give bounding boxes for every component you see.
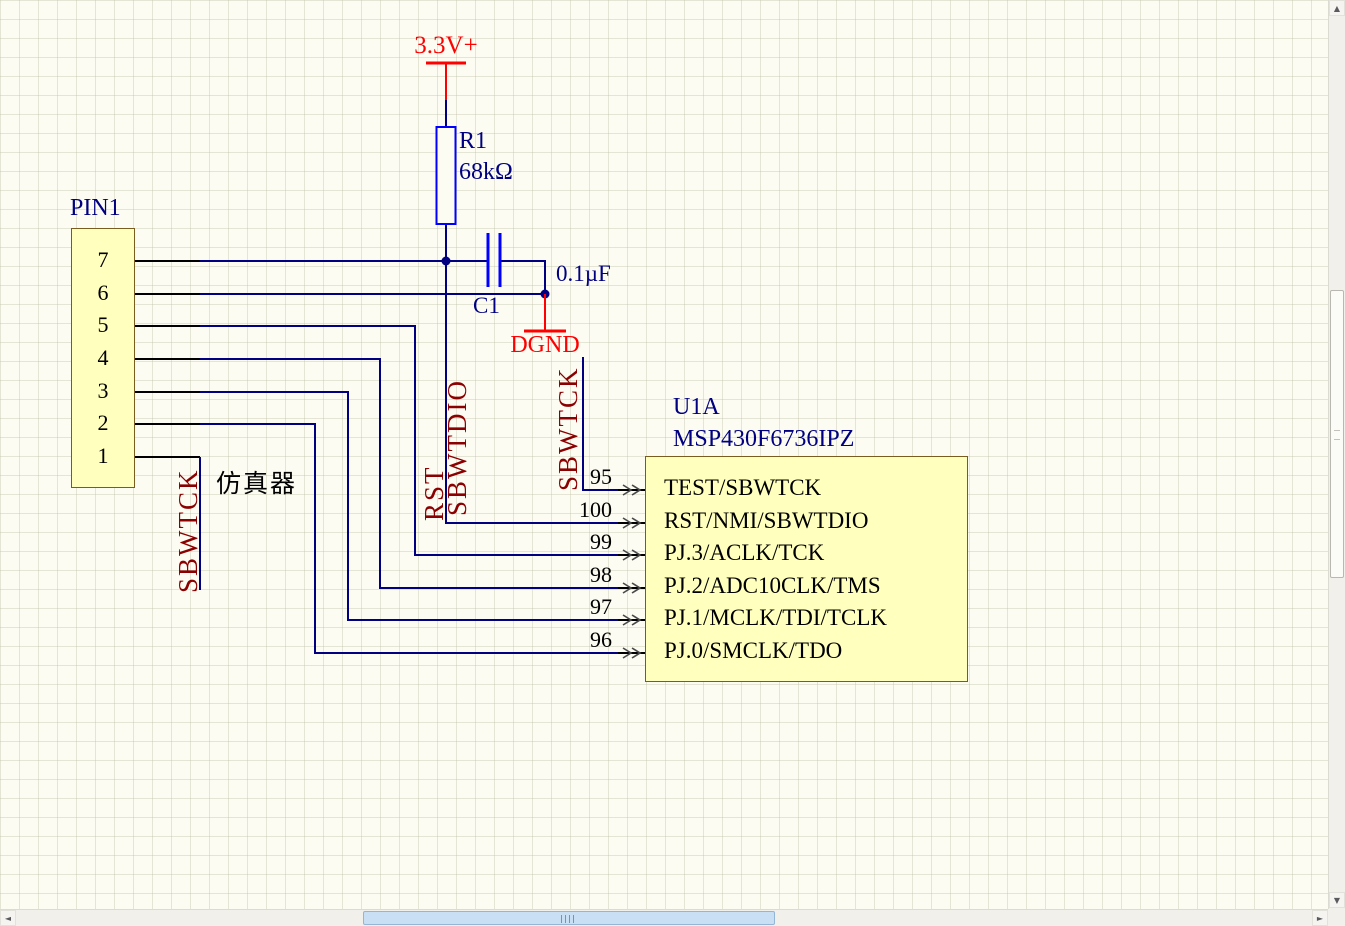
power-net-label[interactable]: 3.3V+	[414, 32, 478, 59]
scrollbar-grip	[561, 915, 577, 923]
ic-pin-number: 99	[590, 529, 612, 554]
scroll-down-icon: ▼	[1333, 895, 1341, 905]
ground-symbol[interactable]	[524, 294, 566, 333]
ic-pin-number: 100	[579, 497, 612, 522]
resistor-designator[interactable]: R1	[459, 128, 488, 154]
connector-pin-number: 1	[97, 443, 109, 468]
capacitor-designator[interactable]: C1	[473, 293, 500, 318]
ground-net-label[interactable]: DGND	[510, 332, 580, 358]
net-label-sbwtck-connector[interactable]: SBWTCK	[173, 468, 203, 593]
ic-designator[interactable]: U1A	[673, 394, 720, 420]
ic-pin-name: PJ.2/ADC10CLK/TMS	[664, 573, 881, 598]
power-port-symbol[interactable]	[426, 61, 466, 100]
scroll-up-button[interactable]: ▲	[1329, 0, 1345, 16]
scroll-left-button[interactable]: ◄	[0, 910, 16, 926]
vertical-scrollbar-thumb[interactable]	[1330, 290, 1344, 578]
ic-pin-number: 97	[590, 594, 612, 619]
scroll-right-button[interactable]: ►	[1312, 910, 1328, 926]
connector-pin-number: 5	[97, 312, 109, 337]
connector-pin-number: 6	[97, 280, 109, 305]
connector-pin-number: 2	[97, 410, 109, 435]
capacitor-plates[interactable]	[486, 233, 502, 287]
connector-pin-number: 3	[97, 378, 109, 403]
resistor-value[interactable]: 68kΩ	[459, 159, 513, 185]
ic-pin-number: 95	[590, 464, 612, 489]
scrollbar-corner	[1328, 909, 1345, 926]
wire-pin5-tck	[200, 325, 618, 556]
ic-pin-name: PJ.0/SMCLK/TDO	[664, 638, 843, 663]
wire-rst-sbwtdio	[445, 224, 618, 524]
ic-pin-name: PJ.3/ACLK/TCK	[664, 540, 825, 565]
wires[interactable]	[199, 100, 618, 654]
scroll-right-icon: ►	[1316, 913, 1324, 923]
scrollbar-grip	[1334, 430, 1340, 440]
resistor-body[interactable]	[435, 126, 457, 225]
horizontal-scrollbar-thumb[interactable]	[363, 911, 775, 925]
connector-body[interactable]	[71, 228, 135, 488]
ic-pin-name: TEST/SBWTCK	[664, 475, 822, 500]
ic-pin-lines[interactable]	[618, 489, 645, 654]
wire-pin3-tdi	[200, 391, 618, 621]
ic-pin-number: 98	[590, 562, 612, 587]
ic-pin-number: 96	[590, 627, 612, 652]
capacitor-value[interactable]: 0.1µF	[556, 261, 611, 286]
scroll-up-icon: ▲	[1333, 3, 1341, 13]
ic-pin-name: PJ.1/MCLK/TDI/TCLK	[664, 605, 887, 630]
net-label-sbwtdio[interactable]: SBWTDIO	[442, 379, 472, 516]
wire-pin2-tdo	[200, 423, 618, 654]
connector-pin-lines[interactable]	[135, 260, 200, 458]
horizontal-scrollbar[interactable]: ◄ ►	[0, 909, 1328, 926]
vertical-scrollbar[interactable]: ▲ ▼	[1328, 0, 1345, 909]
ic-body[interactable]	[645, 456, 968, 682]
scroll-down-button[interactable]: ▼	[1329, 892, 1345, 908]
wire-pin4-tms	[200, 358, 618, 589]
connector-designator[interactable]: PIN1	[70, 195, 121, 221]
wire-sbwtck-to-pin95	[582, 357, 618, 491]
ic-part-number[interactable]: MSP430F6736IPZ	[673, 426, 855, 452]
pin-io-chevron-icons	[622, 484, 642, 659]
ic-pin-name: RST/NMI/SBWTDIO	[664, 508, 869, 533]
scroll-left-icon: ◄	[4, 913, 12, 923]
annotation-emulator[interactable]: 仿真器	[216, 471, 298, 498]
connector-pin-number: 4	[97, 345, 109, 370]
wire-cap-right-lead	[501, 260, 546, 294]
connector-pin-number: 7	[97, 247, 109, 272]
